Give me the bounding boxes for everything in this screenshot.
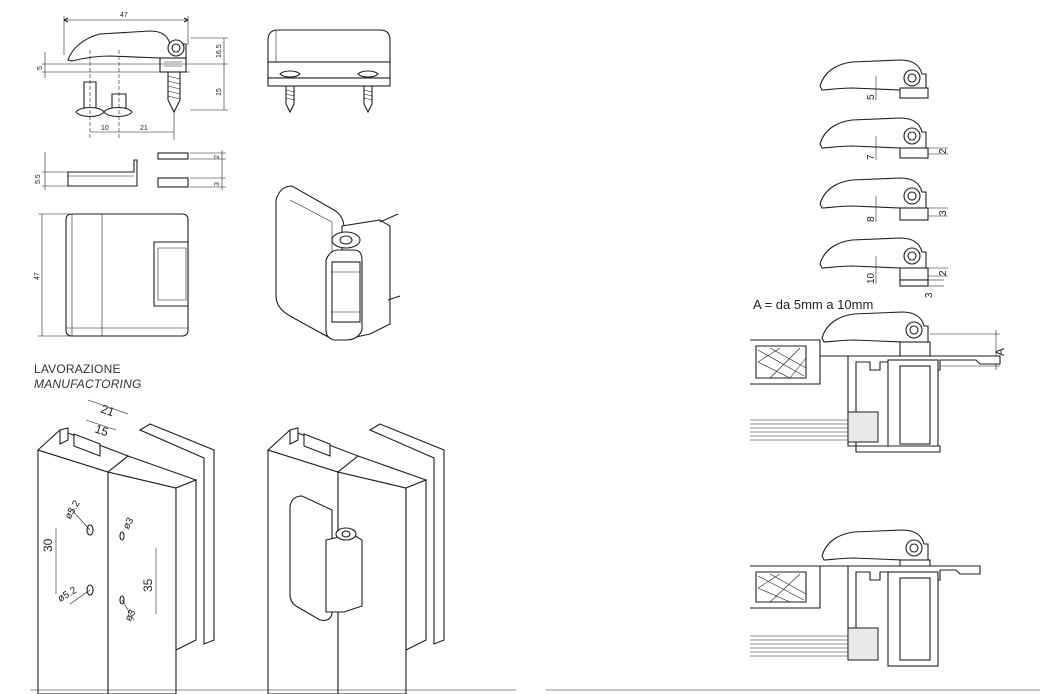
dim-right-15: 15 — [216, 88, 223, 96]
dim-height-47: 47 — [34, 272, 41, 280]
variant-3-left: 8 — [866, 216, 877, 222]
variant-4-right: 2 — [938, 270, 949, 276]
variant-4-left: 10 — [866, 272, 877, 284]
hinge-isometric-view — [275, 185, 401, 341]
hinge-side-view: 47 5 16.5 15 10 21 — [37, 12, 228, 140]
manufacturing-profile-left: 21 15 30 ø5.2 ø5.2 35 ø3 ø3 — [36, 399, 215, 694]
dim-bottom-10: 10 — [101, 125, 109, 132]
section-detail-lower — [750, 529, 981, 667]
variant-4: 10 2 3 — [819, 237, 949, 298]
adjustment-variants: 5 7 2 8 3 10 2 — [819, 59, 949, 298]
mfg-dim-30: 30 — [41, 538, 55, 552]
variant-2: 7 2 — [819, 117, 949, 160]
shim-details: 5.5 2 3 — [35, 150, 226, 190]
hole-label-c: ø3 — [121, 516, 137, 532]
hinge-front-view: 47 — [34, 213, 189, 337]
dim-shim-3: 3 — [214, 182, 221, 186]
variant-4-extra: 3 — [924, 292, 935, 298]
dim-shim-5-5: 5.5 — [35, 174, 42, 184]
variant-3: 8 3 — [819, 177, 949, 222]
dim-top-width: 47 — [120, 12, 128, 19]
hinge-top-view — [267, 29, 391, 114]
variant-1-left: 5 — [866, 94, 877, 100]
a-dim-label: A — [993, 348, 1007, 356]
variant-2-left: 7 — [866, 154, 877, 160]
hole-label-d: ø3 — [123, 608, 139, 624]
mfg-dim-15: 15 — [93, 422, 111, 440]
mfg-dim-21: 21 — [99, 402, 117, 420]
section-title: LAVORAZIONE — [34, 362, 121, 376]
variant-2-right: 2 — [938, 148, 949, 154]
dim-right-16-5: 16.5 — [216, 44, 223, 58]
section-subtitle: MANUFACTORING — [34, 377, 142, 391]
variant-3-right: 3 — [938, 210, 949, 216]
manufacturing-profile-assembled — [266, 423, 445, 694]
mfg-dim-35: 35 — [141, 578, 155, 592]
adjustment-note: A = da 5mm a 10mm — [753, 297, 874, 312]
dim-left-5: 5 — [37, 66, 44, 70]
dim-shim-2: 2 — [214, 155, 221, 159]
dim-bottom-21: 21 — [140, 125, 148, 132]
section-detail-upper: A — [750, 311, 1007, 453]
variant-1: 5 — [819, 59, 929, 100]
